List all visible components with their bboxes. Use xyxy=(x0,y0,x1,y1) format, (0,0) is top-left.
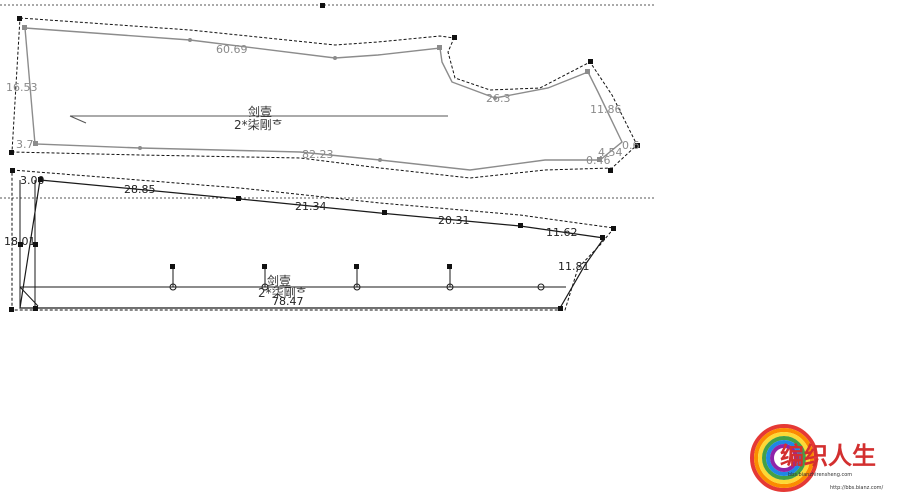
upper-pattern-piece[interactable]: 60.69 16.53 3.7 82.23 26.3 11.86 4.54 0.… xyxy=(6,16,640,179)
control-point[interactable] xyxy=(236,196,241,201)
control-point[interactable] xyxy=(597,157,602,162)
control-point[interactable] xyxy=(188,38,192,42)
corner-point[interactable] xyxy=(588,59,593,64)
lower-seam-allowance xyxy=(11,169,615,311)
lower-piece-name-top: 剑壹 xyxy=(267,273,291,288)
corner-point[interactable] xyxy=(608,168,613,173)
control-point[interactable] xyxy=(33,141,38,146)
control-point[interactable] xyxy=(10,168,15,173)
control-point[interactable] xyxy=(378,158,382,162)
button-marker[interactable] xyxy=(537,283,545,291)
logo-text: 编织人生 xyxy=(780,442,876,470)
control-point[interactable] xyxy=(493,96,497,100)
button-marker[interactable] xyxy=(353,283,361,291)
lower-right-height-label: 11.81 xyxy=(558,260,590,273)
upper-notch-label: 26.3 xyxy=(486,92,511,105)
rainbow-ring-icon: 编织人生 bbs.bianzhirensheng.com http://bbs.… xyxy=(750,424,884,492)
lower-left-height-label: 18.01 xyxy=(4,235,36,248)
lower-control-points[interactable] xyxy=(9,168,616,312)
upper-corner-a-label: 0.46 xyxy=(586,154,611,167)
control-point[interactable] xyxy=(170,264,175,269)
logo-url: bbs.bianzhirensheng.com xyxy=(788,472,852,478)
upper-corner-points[interactable] xyxy=(9,16,640,173)
button-marker[interactable] xyxy=(446,283,454,291)
control-point[interactable] xyxy=(38,177,43,182)
button-marker[interactable] xyxy=(169,283,177,291)
lower-seg2-label: 21.34 xyxy=(295,200,327,213)
control-point[interactable] xyxy=(437,45,442,50)
upper-right-label: 11.86 xyxy=(590,103,622,116)
corner-point[interactable] xyxy=(635,143,640,148)
corner-point[interactable] xyxy=(9,150,14,155)
upper-control-points[interactable] xyxy=(22,25,602,162)
site-logo: 编织人生 bbs.bianzhirensheng.com http://bbs.… xyxy=(748,418,896,496)
upper-corner-b-label: 0.6 xyxy=(622,139,640,152)
control-point[interactable] xyxy=(9,307,14,312)
corner-point[interactable] xyxy=(17,16,22,21)
upper-bottom-left-label: 3.7 xyxy=(16,138,34,151)
upper-left-label: 16.53 xyxy=(6,81,38,94)
control-point[interactable] xyxy=(447,264,452,269)
upper-grain-tick xyxy=(69,115,87,124)
upper-piece-name-top: 剑壹 xyxy=(248,104,272,119)
lower-fold-line xyxy=(19,286,39,307)
guide-handle[interactable] xyxy=(320,3,325,8)
control-point[interactable] xyxy=(382,210,387,215)
button-marker[interactable] xyxy=(261,283,269,291)
corner-point[interactable] xyxy=(452,35,457,40)
button-markers[interactable] xyxy=(169,267,545,291)
control-point[interactable] xyxy=(611,226,616,231)
control-point[interactable] xyxy=(354,264,359,269)
upper-right-low-label: 4.54 xyxy=(598,146,623,159)
lower-seg1-label: 28.85 xyxy=(124,183,156,196)
upper-piece-name-bottom: 2*柒剛ᄒ xyxy=(234,118,283,132)
control-point[interactable] xyxy=(33,242,38,247)
control-point[interactable] xyxy=(600,235,605,240)
lower-seg4-label: 11.62 xyxy=(546,226,578,239)
control-point[interactable] xyxy=(262,264,267,269)
control-point[interactable] xyxy=(33,306,38,311)
lower-piece-name-bottom: 2*柒剛ᄒ xyxy=(258,286,307,300)
lower-bottom-label: 78.47 xyxy=(272,295,304,308)
upper-top-label: 60.69 xyxy=(216,43,248,56)
control-point[interactable] xyxy=(518,223,523,228)
control-point[interactable] xyxy=(585,69,590,74)
control-point[interactable] xyxy=(558,306,563,311)
lower-seg3-label: 20.31 xyxy=(438,214,470,227)
control-point[interactable] xyxy=(138,146,142,150)
control-point[interactable] xyxy=(18,242,23,247)
control-point[interactable] xyxy=(22,25,27,30)
control-point[interactable] xyxy=(333,56,337,60)
lower-left-top-label: 3.00 xyxy=(20,174,45,187)
logo-url-2: http://bbs.bianz.com/ xyxy=(830,485,884,491)
upper-bottom-label: 82.23 xyxy=(302,148,334,161)
upper-outline xyxy=(24,27,623,171)
lower-pattern-piece[interactable]: 3.00 28.85 21.34 20.31 11.62 18.01 11.81… xyxy=(4,168,616,312)
